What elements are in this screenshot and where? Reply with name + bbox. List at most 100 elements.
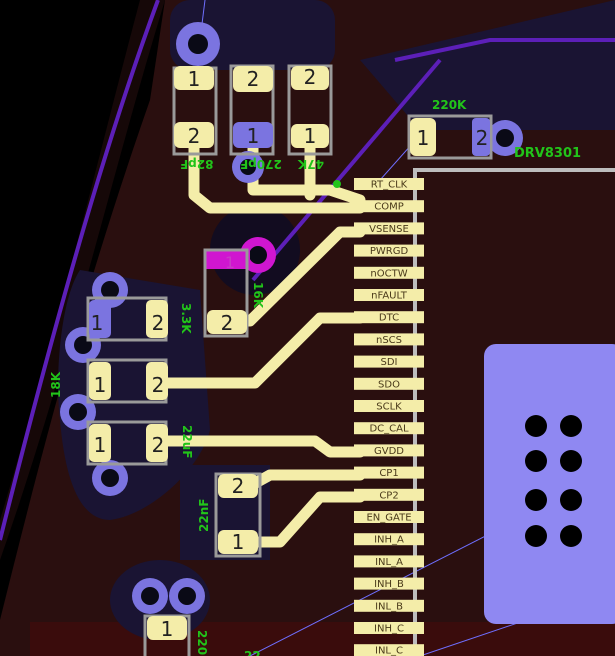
pad-number: 1: [417, 126, 430, 150]
ic-pin-inh-a[interactable]: INH_A: [354, 533, 424, 546]
pad-number: 2: [152, 433, 165, 457]
component-value-label: 22nF: [197, 499, 211, 532]
ic-pin-label: INH_B: [374, 579, 404, 590]
thermal-via: [560, 415, 582, 437]
ic-pin-gvdd[interactable]: GVDD: [354, 444, 424, 457]
ic-pin-label: DC_CAL: [369, 424, 409, 435]
component-value-label: 22uF: [180, 425, 194, 458]
thermal-via: [525, 489, 547, 511]
ic-pin-label: INH_C: [374, 624, 404, 635]
pad-number: 2: [247, 67, 260, 91]
ic-pin-label: INH_A: [374, 535, 404, 546]
via: [487, 120, 523, 156]
component-top-cap-1[interactable]: 1 2 82pF: [172, 66, 218, 171]
pad-number: 2: [152, 311, 165, 335]
pad-number: 2: [152, 373, 165, 397]
component-value-label: 16K: [251, 282, 265, 309]
thermal-pad: [484, 344, 615, 624]
via: [92, 460, 128, 496]
ic-pin-inl-b[interactable]: INL_B: [354, 599, 424, 613]
ic-pin-label: EN_GATE: [366, 513, 411, 524]
via: [176, 22, 220, 66]
ic-pin-label: CP1: [379, 468, 398, 479]
ic-pin-pwrgd[interactable]: PWRGD: [354, 244, 424, 258]
ic-pin-label: VSENSE: [369, 224, 409, 235]
ic-pin-inl-a[interactable]: INL_A: [354, 555, 424, 568]
component-top-cap-2[interactable]: 2 1 270pF: [229, 64, 282, 171]
ic-pin-inh-c[interactable]: INH_C: [354, 622, 424, 635]
component-cap-22uf[interactable]: 1 2 22uF: [86, 420, 194, 466]
pad-number: 1: [91, 311, 104, 335]
component-value-label: 270pF: [240, 157, 282, 171]
ic-pin-list: RT_CLK COMP VSENSE PWRGD nOCTW nFAULT DTC nSCS S…: [354, 178, 424, 656]
ic-designator-label: DRV8301: [514, 146, 581, 161]
ic-pin-label: COMP: [374, 202, 404, 213]
ic-pin-nfault[interactable]: nFAULT: [354, 289, 424, 302]
thermal-via: [560, 525, 582, 547]
ic-pin-label: SDO: [378, 379, 400, 390]
pad-number: 2: [221, 311, 234, 335]
ic-pin-cp2[interactable]: CP2: [354, 488, 424, 502]
via: [132, 578, 205, 614]
component-value-label: 3.3K: [179, 303, 193, 334]
ic-pin-label: INL_C: [375, 646, 403, 656]
component-value-label: 18K: [49, 371, 63, 398]
ic-pin-label: nSCS: [376, 335, 402, 346]
ic-pin-dc-cal[interactable]: DC_CAL: [354, 422, 424, 435]
ic-pin-sdo[interactable]: SDO: [354, 377, 424, 391]
ic-pin-sdi[interactable]: SDI: [354, 355, 424, 369]
ic-pin-inl-c[interactable]: INL_C: [354, 644, 424, 656]
magenta-via: [206, 237, 276, 273]
component-value-label: 220: [195, 630, 209, 655]
ic-drv8301[interactable]: DRV8301 RT_CLK COMP VSENSE PWRGD nOCTW nFAULT…: [354, 146, 615, 656]
pad-number: 1: [94, 433, 107, 457]
ic-pin-label: nOCTW: [370, 268, 407, 279]
component-bottom-partial[interactable]: 1 220 22: [143, 614, 261, 656]
component-res-16k[interactable]: 1 2 16K: [203, 248, 265, 338]
ic-pin-nscs[interactable]: nSCS: [354, 333, 424, 346]
thermal-via: [525, 415, 547, 437]
ic-pin-label: RT_CLK: [371, 180, 408, 191]
component-value-label: 82pF: [180, 157, 214, 171]
ic-pin-cp1[interactable]: CP1: [354, 466, 424, 480]
origin-marker: [333, 180, 341, 188]
thermal-via: [560, 450, 582, 472]
component-cap-22nf[interactable]: 2 1 22nF: [197, 472, 262, 558]
component-value-label: 47K: [297, 157, 324, 171]
thermal-via: [525, 525, 547, 547]
via: [60, 394, 96, 430]
thermal-via: [525, 450, 547, 472]
ic-pin-sclk[interactable]: SCLK: [354, 400, 424, 413]
ic-pin-vsense[interactable]: VSENSE: [354, 222, 424, 235]
ic-pin-dtc[interactable]: DTC: [354, 311, 424, 324]
component-value-label: 22: [244, 649, 261, 656]
ic-pin-rt-clk[interactable]: RT_CLK: [354, 178, 424, 191]
pad-number: 1: [225, 253, 235, 272]
via: [232, 151, 264, 183]
ic-pin-label: PWRGD: [370, 246, 409, 257]
thermal-vias: [525, 415, 582, 547]
ic-pin-comp[interactable]: COMP: [354, 200, 424, 213]
ic-pin-inh-b[interactable]: INH_B: [354, 577, 424, 591]
component-res-220k[interactable]: 1 2 220K: [407, 98, 493, 160]
ic-pin-label: SDI: [381, 357, 398, 368]
ic-pin-en-gate[interactable]: EN_GATE: [354, 511, 424, 524]
pad-number: 1: [188, 67, 201, 91]
component-top-res[interactable]: 2 1 47K: [287, 64, 333, 171]
component-res-3-3k[interactable]: 1 2 3.3K: [86, 296, 193, 342]
ic-pin-label: INL_A: [375, 557, 403, 568]
ic-pin-label: nFAULT: [371, 291, 408, 302]
ic-pin-noctw[interactable]: nOCTW: [354, 266, 424, 280]
pad-number: 2: [304, 65, 317, 89]
ic-pin-label: CP2: [379, 490, 398, 501]
pad-number: 1: [247, 124, 260, 148]
pad-number: 1: [161, 617, 174, 641]
pad-number: 2: [232, 474, 245, 498]
ic-pin-label: SCLK: [376, 402, 402, 413]
pad-number: 2: [476, 126, 489, 150]
ic-pin-label: INL_B: [375, 601, 403, 612]
ic-pin-label: GVDD: [374, 446, 404, 457]
component-res-18k[interactable]: 1 2 18K: [49, 358, 168, 404]
